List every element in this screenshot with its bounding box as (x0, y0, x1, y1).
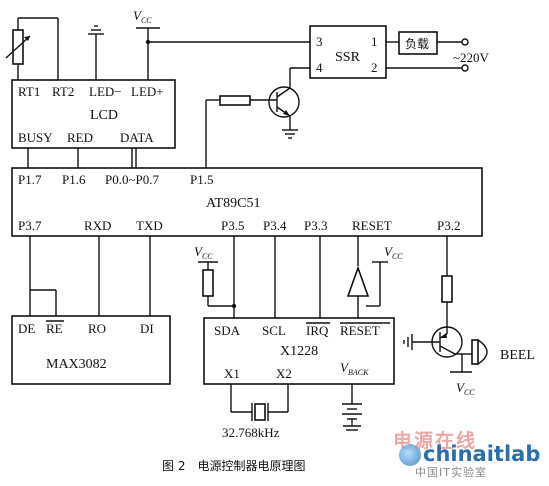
crystal-icon (251, 403, 269, 421)
x1228-vback: VBACK (340, 360, 369, 377)
x1228-title: X1228 (280, 344, 318, 359)
vcc-label-reset: VCC (384, 244, 403, 261)
ssr-title: SSR (335, 50, 361, 65)
max3082-title: MAX3082 (46, 357, 107, 372)
x1228-pin-sda: SDA (214, 323, 241, 338)
mains-label: ~220V (453, 50, 490, 65)
resistor-icon (441, 275, 453, 303)
lcd-pin-rt1: RT1 (18, 84, 40, 99)
resistor-icon (219, 95, 251, 106)
ssr-pin-2: 2 (371, 60, 378, 75)
mcu-pin-p37: P3.7 (18, 218, 42, 233)
mcu-pin-p16: P1.6 (62, 172, 86, 187)
lcd-title: LCD (90, 108, 118, 123)
figure-caption: 图 2 电源控制器电原理图 (162, 459, 305, 473)
max3082-box (11, 315, 171, 385)
mcu-title: AT89C51 (206, 196, 260, 211)
max3082-pin-ro: RO (88, 321, 106, 336)
crystal-frequency: 32.768kHz (222, 425, 280, 440)
load-box (398, 31, 438, 55)
mcu-pin-p15: P1.5 (190, 172, 213, 187)
max3082-pin-de: DE (18, 321, 35, 336)
lcd-pin-data: DATA (120, 130, 154, 145)
buffer-icon (346, 265, 370, 297)
ground-icon (403, 334, 413, 350)
max3082-pin-re: RE (46, 321, 63, 336)
globe-icon (399, 444, 421, 466)
vcc-label-sda: VCC (194, 244, 213, 261)
max3082-pin-di: DI (140, 321, 154, 336)
mcu-pin-p0: P0.0~P0.7 (105, 172, 159, 187)
mcu-pin-rxd: RXD (84, 218, 111, 233)
x1228-pin-irq: IRQ (306, 323, 329, 338)
load-label: 负载 (405, 37, 429, 51)
lcd-pin-busy: BUSY (18, 130, 53, 145)
battery-icon (342, 403, 362, 431)
ssr-pin-1: 1 (371, 34, 378, 49)
ground-icon (282, 129, 298, 139)
mcu-pin-txd: TXD (136, 218, 163, 233)
ground-icon (88, 25, 104, 80)
watermark-bottom-text: 中国IT实验室 (415, 466, 487, 479)
x1228-pin-reset: RESET (340, 323, 380, 338)
mcu-pin-reset: RESET (352, 218, 392, 233)
transistor-icon (412, 326, 463, 372)
x1228-pin-x1: X1 (224, 366, 240, 381)
ssr-pin-3: 3 (316, 34, 323, 49)
lcd-pin-led-plus: LED+ (131, 84, 164, 99)
potentiometer-icon (5, 17, 59, 80)
vcc-label-top: VCC (133, 8, 152, 25)
buzzer-label: BEEL (500, 348, 535, 363)
ssr-box (309, 25, 387, 79)
mcu-pin-p34: P3.4 (263, 218, 287, 233)
lcd-pin-red: RED (67, 130, 93, 145)
x1228-box (203, 317, 395, 385)
watermark-brand-text: chinaitlab (423, 442, 541, 466)
vcc-label-buzzer: VCC (456, 380, 475, 397)
lcd-box (11, 79, 176, 149)
mcu-pin-p35: P3.5 (221, 218, 244, 233)
lcd-pin-rt2: RT2 (52, 84, 74, 99)
x1228-pin-scl: SCL (262, 323, 286, 338)
ssr-pin-4: 4 (316, 60, 323, 75)
mcu-pin-p17: P1.7 (18, 172, 42, 187)
resistor-icon (202, 269, 214, 297)
mcu-box (11, 167, 483, 237)
x1228-pin-x2: X2 (276, 366, 292, 381)
buzzer-icon (462, 339, 488, 365)
lcd-pin-led-minus: LED− (89, 84, 122, 99)
mcu-pin-p33: P3.3 (304, 218, 327, 233)
watermark-logo: 电源在线 chinaitlab 中国IT实验室 (393, 426, 543, 482)
transistor-icon (268, 86, 300, 130)
mcu-pin-p32: P3.2 (437, 218, 460, 233)
